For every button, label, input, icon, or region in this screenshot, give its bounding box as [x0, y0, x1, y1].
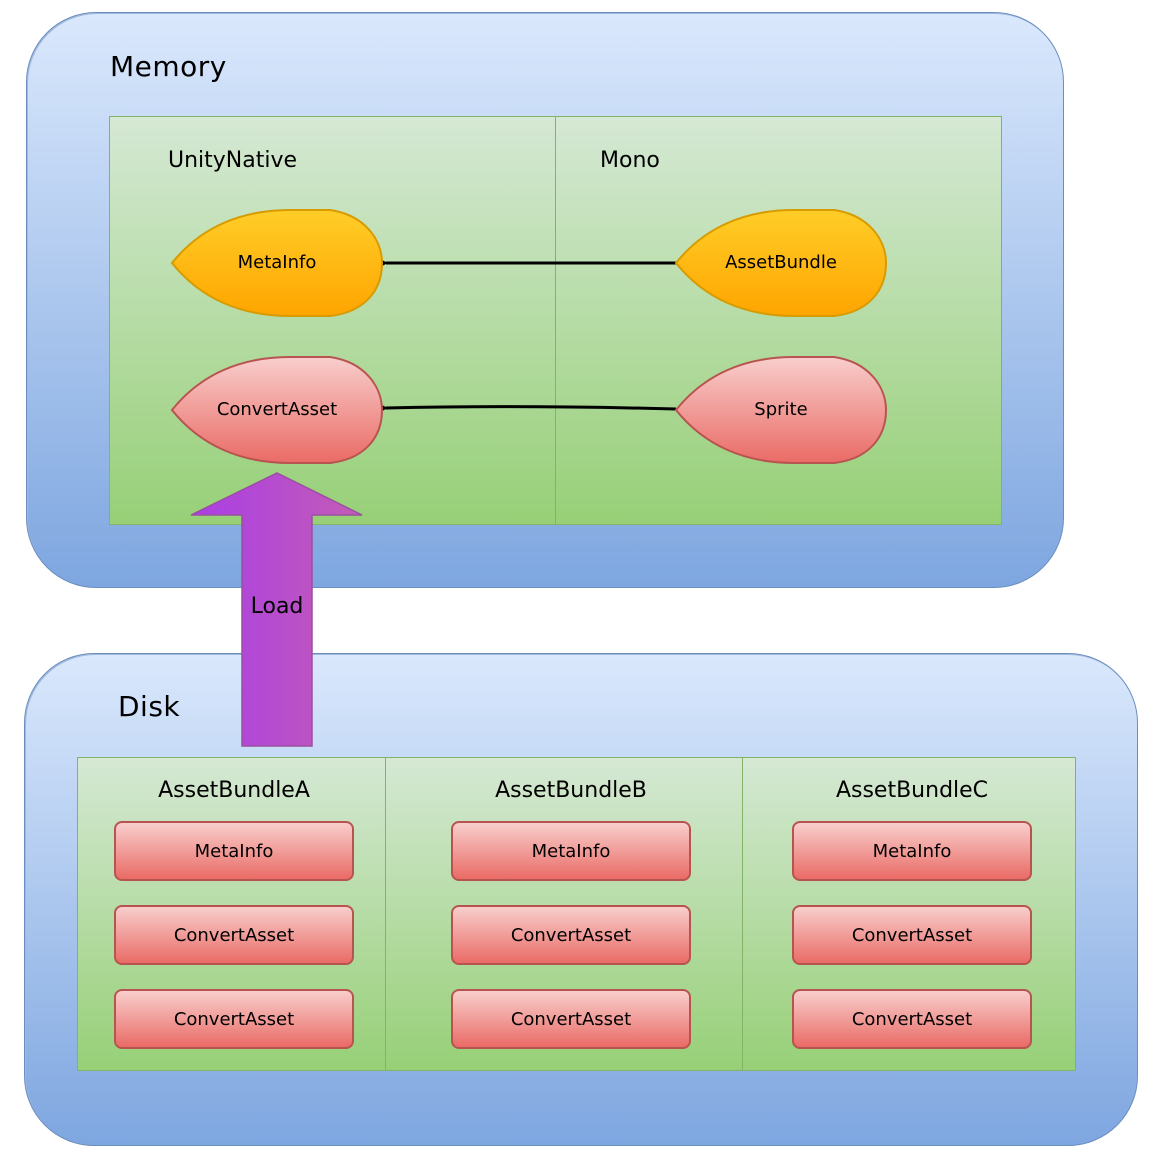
- node-native-convertasset-label: ConvertAsset: [216, 399, 338, 420]
- memory-title: Memory: [110, 50, 227, 83]
- memory-panel-divider: [555, 117, 556, 524]
- node-mono-assetbundle-shape: [674, 209, 888, 317]
- bundle-title-a: AssetBundleA: [158, 778, 310, 803]
- node-native-convertasset-shape: [170, 356, 384, 464]
- bundle-a-item-convertasset-2: ConvertAsset: [114, 989, 354, 1049]
- bundle-c-item-convertasset-1: ConvertAsset: [792, 905, 1032, 965]
- column-title-unitynative: UnityNative: [168, 148, 298, 173]
- bundle-title-c: AssetBundleC: [835, 778, 989, 803]
- bundle-b-item-convertasset-1: ConvertAsset: [451, 905, 691, 965]
- column-title-mono: Mono: [600, 148, 660, 173]
- bundle-b-item-metainfo: MetaInfo: [451, 821, 691, 881]
- disk-title: Disk: [118, 690, 181, 723]
- bundle-c-item-metainfo: MetaInfo: [792, 821, 1032, 881]
- node-mono-sprite-label: Sprite: [754, 399, 808, 420]
- bundle-a-item-convertasset-1: ConvertAsset: [114, 905, 354, 965]
- bundle-a-item-metainfo: MetaInfo: [114, 821, 354, 881]
- node-mono-sprite-shape: [674, 356, 888, 464]
- node-mono-assetbundle-label: AssetBundle: [725, 252, 837, 273]
- bundle-b-item-convertasset-2: ConvertAsset: [451, 989, 691, 1049]
- node-native-metainfo-label: MetaInfo: [237, 252, 317, 273]
- disk-panel-divider-1: [385, 758, 386, 1070]
- load-arrow-label: Load: [250, 594, 304, 619]
- bundle-title-b: AssetBundleB: [495, 778, 647, 803]
- disk-panel-divider-2: [742, 758, 743, 1070]
- bundle-c-item-convertasset-2: ConvertAsset: [792, 989, 1032, 1049]
- node-native-metainfo-shape: [170, 209, 384, 317]
- edge-sprite-to-convertasset: [375, 402, 677, 415]
- load-arrow: [190, 472, 363, 747]
